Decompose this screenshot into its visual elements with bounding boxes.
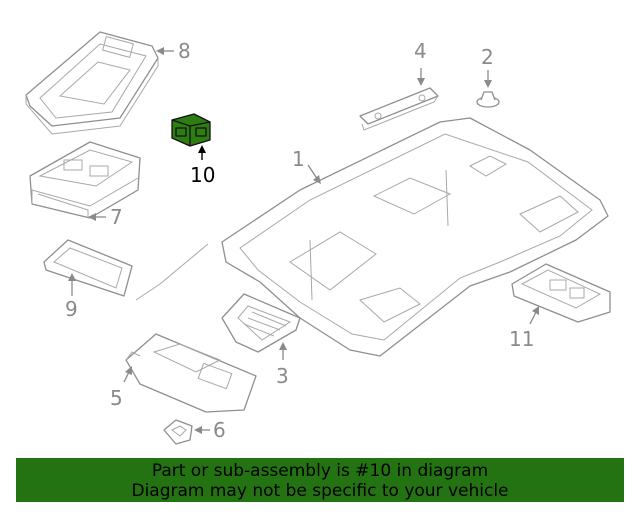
callout-3: 3	[276, 364, 289, 388]
info-banner: Part or sub-assembly is #10 in diagram D…	[16, 458, 624, 502]
part-7-map-lamp	[29, 141, 141, 219]
callout-10: 10	[190, 163, 215, 187]
part-3-cover	[221, 293, 301, 353]
part-5-sun-visor	[125, 333, 257, 413]
part-4-grip-handle	[359, 87, 439, 131]
callout-1: 1	[292, 147, 305, 171]
part-8-console-frame	[25, 31, 159, 135]
part-10-switch	[171, 113, 211, 147]
part-9-lens-cover	[43, 239, 133, 297]
callout-9: 9	[65, 297, 78, 321]
leader-5	[123, 371, 130, 383]
banner-line-1: Part or sub-assembly is #10 in diagram	[151, 461, 489, 481]
callout-2: 2	[481, 45, 494, 69]
part-6-visor-holder	[163, 419, 193, 445]
callout-4: 4	[414, 39, 427, 63]
part-2-clip	[476, 91, 500, 108]
callout-7: 7	[110, 205, 123, 229]
parts-diagram: 8 10 7 9 1	[25, 31, 611, 445]
banner-line-2: Diagram may not be specific to your vehi…	[131, 481, 509, 501]
callout-11: 11	[509, 327, 534, 351]
callout-6: 6	[213, 418, 226, 442]
callout-8: 8	[178, 39, 191, 63]
callout-5: 5	[110, 386, 123, 410]
leader-11	[529, 311, 537, 325]
part-11-dome-lamp	[511, 263, 611, 323]
part-1-headlining	[135, 117, 609, 357]
